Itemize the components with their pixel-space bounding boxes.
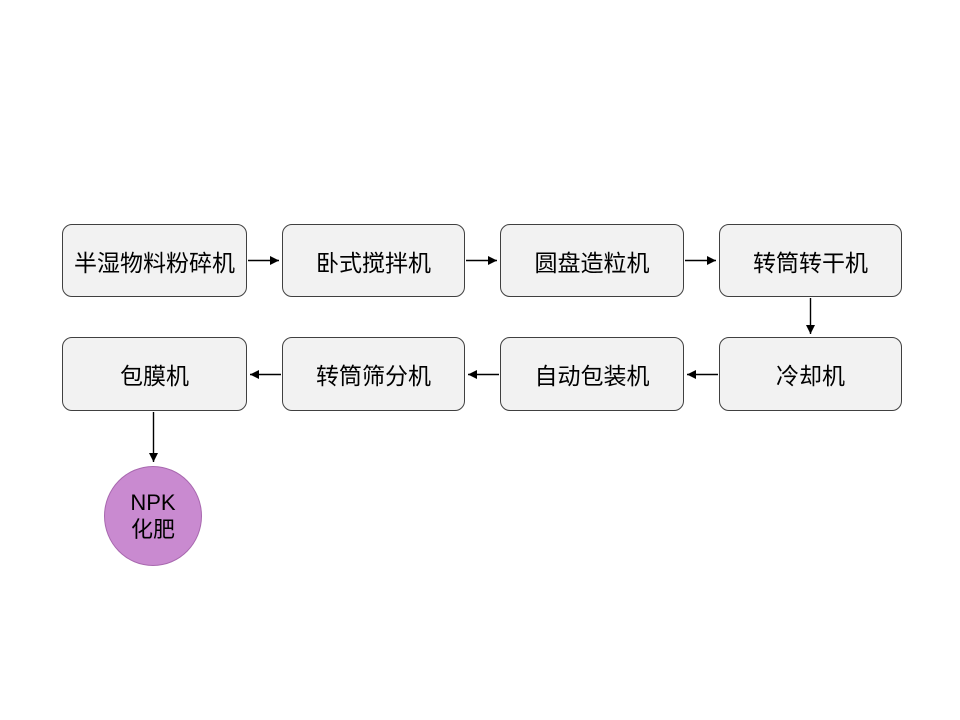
node-disc-granulator: 圆盘造粒机 [500,224,684,297]
terminal-npk-fertilizer: NPK 化肥 [104,466,202,566]
node-label: 自动包装机 [534,363,650,389]
node-label: 转筒筛分机 [316,363,431,389]
terminal-label-line1: NPK [130,489,176,515]
node-automatic-packing-machine: 自动包装机 [500,337,684,411]
node-drum-screening-machine: 转筒筛分机 [282,337,465,411]
node-label: 包膜机 [120,363,189,389]
node-label: 圆盘造粒机 [534,249,650,276]
node-label: 半湿物料粉碎机 [74,249,235,276]
node-cooling-machine: 冷却机 [719,337,902,411]
node-label: 冷却机 [776,363,845,389]
node-label: 卧式搅拌机 [316,249,431,276]
node-horizontal-mixer: 卧式搅拌机 [282,224,465,297]
node-rotary-drum-dryer: 转筒转干机 [719,224,902,297]
node-coating-machine: 包膜机 [62,337,247,411]
node-semi-wet-material-crusher: 半湿物料粉碎机 [62,224,247,297]
terminal-label-line2: 化肥 [130,517,175,542]
node-label: 转筒转干机 [753,249,868,276]
